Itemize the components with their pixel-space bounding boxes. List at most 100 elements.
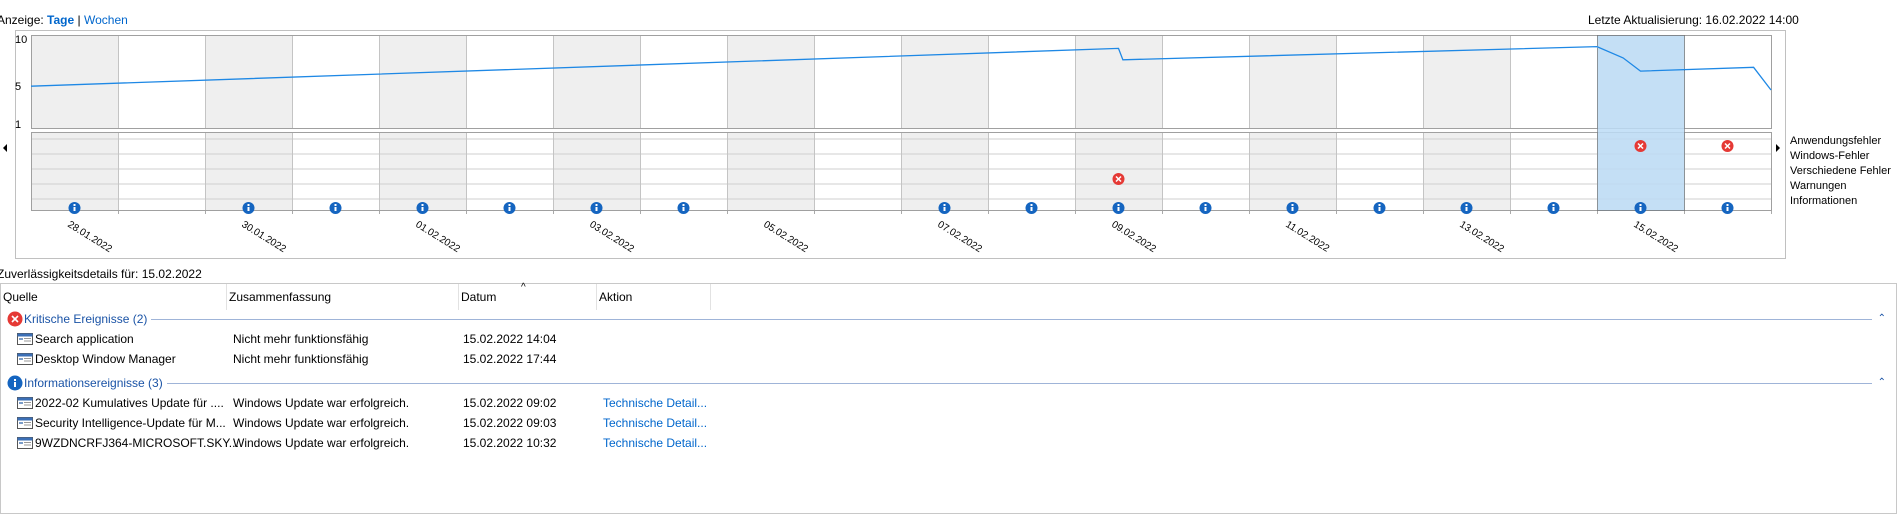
info-icon [1025,202,1038,214]
app-window-icon [17,417,33,429]
app-window-icon [17,397,33,409]
view-weeks-link[interactable]: Wochen [83,13,128,27]
legend-application-errors: Anwendungsfehler [1790,135,1882,147]
weekend-column-shade [901,35,988,128]
y-tick-label: 1 [15,119,21,131]
error-icon [7,311,23,327]
details-label: Zuverlässigkeitsdetails für: 15.02.2022 [0,267,202,281]
row-summary: Windows Update war erfolgreich. [233,436,410,450]
group-title: Informationsereignisse (3) [24,374,167,392]
table-row[interactable]: 9WZDNCRFJ364-MICROSOFT.SKY... Windows Up… [1,433,1894,453]
group-critical-events[interactable]: Kritische Ereignisse (2) ⌃ [1,310,1894,328]
info-icon [938,202,951,214]
weekend-column-shade [379,132,466,210]
error-icon [1721,140,1734,152]
scroll-right-arrow[interactable] [1776,144,1780,152]
view-switcher: Anzeige: Tage | Wochen [0,13,128,27]
view-label: Anzeige: [0,13,44,27]
chart-column-backgrounds [31,35,1684,210]
info-icon [1634,202,1647,214]
collapse-chevron-icon[interactable]: ⌃ [1877,313,1886,324]
technical-details-link[interactable]: Technische Detail... [603,416,708,430]
row-date: 15.02.2022 14:04 [463,332,557,346]
date-label: 11.02.2022 [1283,219,1331,255]
app-window-icon [17,437,33,449]
weekend-column-shade [901,132,988,210]
date-label: 30.01.2022 [239,219,288,255]
stability-plot-frame [31,35,1772,129]
collapse-chevron-icon[interactable]: ⌃ [1877,377,1886,388]
error-icon [1112,173,1125,185]
view-separator: | [77,13,81,27]
row-source: Search application [35,332,134,346]
table-row[interactable]: Desktop Window Manager Nicht mehr funkti… [1,349,1894,369]
info-icon [1460,202,1473,214]
row-summary: Nicht mehr funktionsfähig [233,352,369,366]
row-summary: Windows Update war erfolgreich. [233,396,410,410]
info-icon [1547,202,1560,214]
weekend-column-shade [31,35,118,128]
column-header-action[interactable]: Aktion [597,284,711,310]
technical-details-link[interactable]: Technische Detail... [603,436,708,450]
app-window-icon [17,353,33,365]
table-row[interactable]: 2022-02 Kumulatives Update für .... Wind… [1,393,1894,413]
date-label: 13.02.2022 [1457,219,1506,255]
weekend-column-shade [553,35,640,128]
row-date: 15.02.2022 10:32 [463,436,557,450]
info-icon [7,375,23,391]
info-icon [1721,202,1734,214]
selected-day-highlight[interactable] [1597,35,1685,211]
y-axis-ticks: 10 5 1 [15,34,27,131]
weekend-column-shade [1423,132,1510,210]
weekend-column-shade [1249,35,1336,128]
legend-windows-errors: Windows-Fehler [1790,150,1870,162]
info-icon [1373,202,1386,214]
date-label: 09.02.2022 [1109,219,1158,255]
weekend-column-shade [1075,35,1162,128]
date-label: 15.02.2022 [1631,219,1680,255]
view-days-link[interactable]: Tage [47,13,75,27]
stability-index-line [30,45,1772,91]
technical-details-link[interactable]: Technische Detail... [603,396,708,410]
row-source: Desktop Window Manager [35,352,176,366]
weekend-column-shade [1249,132,1336,210]
weekend-column-shade [205,132,292,210]
column-header-date[interactable]: Datum ^ [459,282,597,310]
date-label: 05.02.2022 [761,219,810,255]
info-icon [503,202,516,214]
group-title: Kritische Ereignisse (2) [24,310,152,328]
date-label: 03.02.2022 [587,219,636,255]
row-source: 9WZDNCRFJ364-MICROSOFT.SKY... [35,436,239,450]
row-date: 15.02.2022 09:02 [463,396,557,410]
details-table: Quelle Zusammenfassung Datum ^ Aktion Kr… [0,282,1897,514]
weekend-column-shade [379,35,466,128]
weekend-column-shade [205,35,292,128]
info-icon [590,202,603,214]
row-date: 15.02.2022 09:03 [463,416,557,430]
info-icon [1199,202,1212,214]
row-date: 15.02.2022 17:44 [463,352,557,366]
y-tick-label: 5 [15,81,21,93]
column-header-date-label: Datum [461,290,497,304]
top-bar: Anzeige: Tage | Wochen Letzte Aktualisie… [0,13,1902,29]
table-row[interactable]: Security Intelligence-Update für M... Wi… [1,413,1894,433]
last-update-text: Letzte Aktualisierung: 16.02.2022 14:00 [1588,13,1799,27]
table-row[interactable]: Search application Nicht mehr funktionsf… [1,329,1894,349]
error-icon [1634,140,1647,152]
row-source: Security Intelligence-Update für M... [35,416,226,430]
info-icon [329,202,342,214]
column-header-source[interactable]: Quelle [1,284,227,310]
weekend-column-shade [727,35,814,128]
legend-misc-errors: Verschiedene Fehler [1790,165,1891,177]
legend-information: Informationen [1790,195,1858,207]
info-icon [242,202,255,214]
sort-indicator-icon: ^ [521,282,526,293]
group-information-events[interactable]: Informationsereignisse (3) ⌃ [1,374,1894,392]
column-header-summary[interactable]: Zusammenfassung [227,284,459,310]
scroll-left-arrow[interactable] [3,144,7,152]
app-window-icon [17,333,33,345]
row-summary: Windows Update war erfolgreich. [233,416,410,430]
y-tick-label: 10 [15,34,27,46]
